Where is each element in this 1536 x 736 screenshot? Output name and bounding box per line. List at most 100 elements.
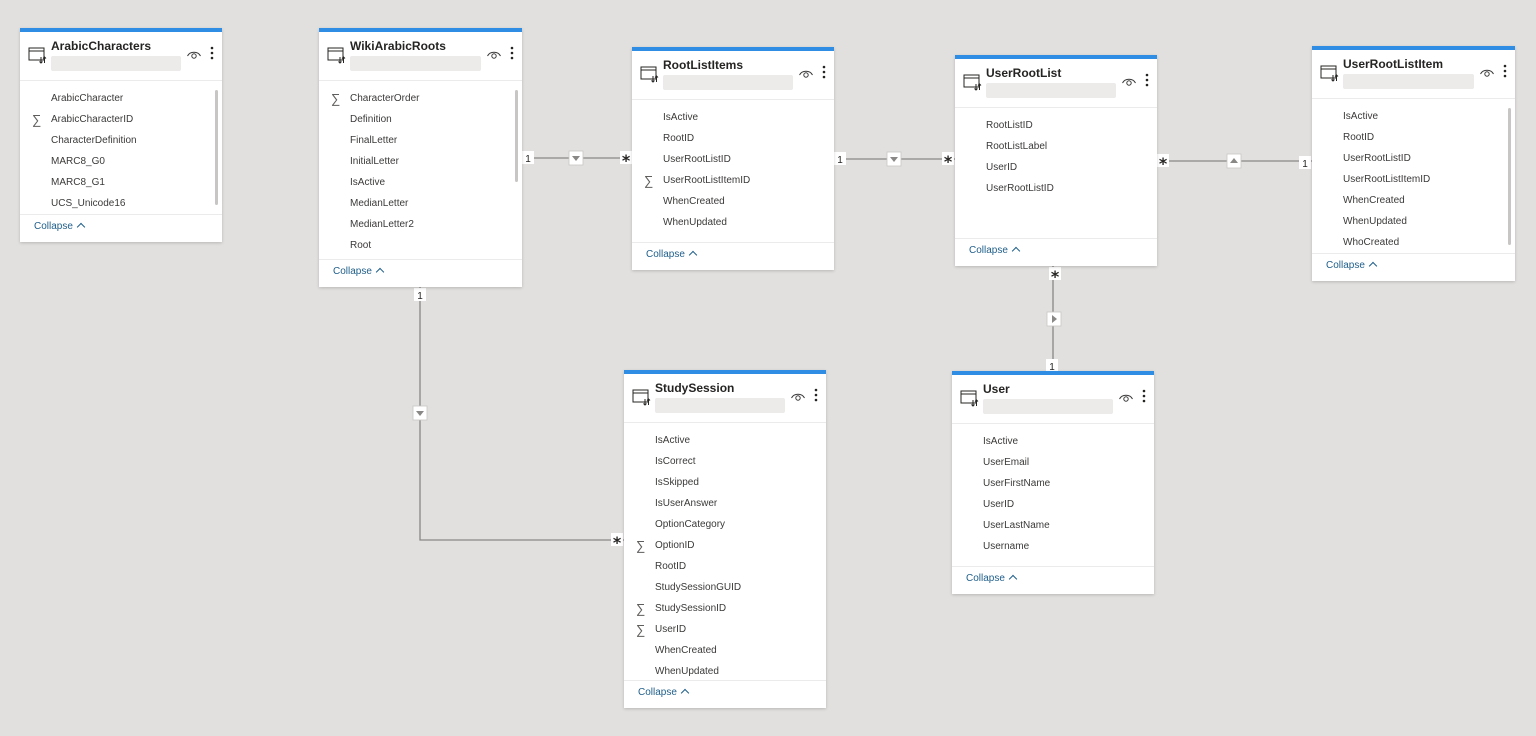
field-row[interactable]: UserRootListID xyxy=(632,149,834,170)
field-row[interactable]: ∑StudySessionID xyxy=(624,598,826,619)
field-row[interactable]: WhenUpdated xyxy=(624,661,826,682)
field-row[interactable]: ∑UserID xyxy=(624,619,826,640)
relationship-line[interactable] xyxy=(419,287,624,541)
field-row[interactable]: Username xyxy=(952,536,1154,557)
collapse-button[interactable]: Collapse xyxy=(638,687,690,698)
field-row[interactable]: ∑ArabicCharacterID xyxy=(20,109,222,130)
field-row[interactable]: MARC8_G0 xyxy=(20,151,222,172)
scrollbar[interactable] xyxy=(1508,108,1511,245)
field-row[interactable]: WhenUpdated xyxy=(1312,211,1515,232)
field-row[interactable]: ∑CharacterOrder xyxy=(319,88,522,109)
field-row[interactable]: IsActive xyxy=(632,107,834,128)
eye-icon[interactable] xyxy=(790,390,806,402)
field-row[interactable]: RootID xyxy=(1312,127,1515,148)
more-options-icon[interactable] xyxy=(1502,63,1508,79)
table-header[interactable]: ArabicCharacters xyxy=(20,32,222,81)
collapse-button[interactable]: Collapse xyxy=(34,221,86,232)
table-header[interactable]: User xyxy=(952,375,1154,424)
field-row[interactable]: WhenCreated xyxy=(1312,190,1515,211)
more-options-icon[interactable] xyxy=(209,45,215,61)
field-row[interactable]: MedianLetter xyxy=(319,193,522,214)
field-row[interactable]: IsCorrect xyxy=(624,451,826,472)
field-row[interactable]: IsSkipped xyxy=(624,472,826,493)
field-row[interactable]: UserFirstName xyxy=(952,473,1154,494)
field-row[interactable]: UCS_Unicode16 xyxy=(20,193,222,214)
field-row[interactable]: Root xyxy=(319,235,522,256)
field-row[interactable]: UserEmail xyxy=(952,452,1154,473)
field-row[interactable]: UserRootListItemID xyxy=(1312,169,1515,190)
field-row[interactable]: RootID xyxy=(624,556,826,577)
table-header[interactable]: UserRootListItem xyxy=(1312,50,1515,99)
field-row[interactable]: WhenUpdated xyxy=(632,212,834,233)
field-row[interactable]: IsActive xyxy=(624,430,826,451)
field-row[interactable]: RootListID xyxy=(955,115,1157,136)
field-row[interactable]: IsActive xyxy=(319,172,522,193)
eye-icon[interactable] xyxy=(1118,391,1134,403)
table-header[interactable]: UserRootList xyxy=(955,59,1157,108)
eye-icon[interactable] xyxy=(1479,66,1495,78)
relationship-wikiroots-rootlistitems[interactable]: 1* xyxy=(522,150,632,170)
field-row[interactable]: UserID xyxy=(952,494,1154,515)
collapse-button[interactable]: Collapse xyxy=(1326,260,1378,271)
field-row[interactable]: RootID xyxy=(632,128,834,149)
more-options-icon[interactable] xyxy=(1144,72,1150,88)
relationship-rootlistitems-userrootlist[interactable]: 1* xyxy=(834,151,955,171)
scrollbar[interactable] xyxy=(515,90,518,182)
eye-icon[interactable] xyxy=(1121,75,1137,87)
field-row[interactable]: IsUserAnswer xyxy=(624,493,826,514)
field-row[interactable]: UserRootListID xyxy=(1312,148,1515,169)
relationship-userrootlist-user[interactable]: *1 xyxy=(1046,266,1062,373)
eye-icon[interactable] xyxy=(486,48,502,60)
field-row[interactable]: ArabicCharacter xyxy=(20,88,222,109)
field-row[interactable]: CharacterDefinition xyxy=(20,130,222,151)
field-row[interactable]: MARC8_G1 xyxy=(20,172,222,193)
field-row[interactable]: UserID xyxy=(955,157,1157,178)
more-options-icon[interactable] xyxy=(1141,388,1147,404)
eye-icon[interactable] xyxy=(798,67,814,79)
relationship-userrootlist-userrootlistitem[interactable]: *1 xyxy=(1157,153,1312,173)
more-options-icon[interactable] xyxy=(813,387,819,403)
field-row[interactable]: IsActive xyxy=(1312,106,1515,127)
field-row[interactable]: RootListLabel xyxy=(955,136,1157,157)
field-row[interactable]: FinalLetter xyxy=(319,130,522,151)
field-row[interactable]: WhenCreated xyxy=(632,191,834,212)
eye-icon[interactable] xyxy=(186,48,202,60)
table-header[interactable]: StudySession xyxy=(624,374,826,423)
field-row[interactable]: OptionCategory xyxy=(624,514,826,535)
field-row[interactable]: ∑UserRootListItemID xyxy=(632,170,834,191)
collapse-button[interactable]: Collapse xyxy=(969,245,1021,256)
field-row[interactable]: ∑OptionID xyxy=(624,535,826,556)
relationship-wikiroots-studysession[interactable]: 1* xyxy=(412,287,624,552)
field-row[interactable]: InitialLetter xyxy=(319,151,522,172)
field-row[interactable]: Definition xyxy=(319,109,522,130)
field-row[interactable]: StudySessionGUID xyxy=(624,577,826,598)
scrollbar[interactable] xyxy=(215,90,218,205)
collapse-button[interactable]: Collapse xyxy=(646,249,698,260)
field-row[interactable]: UserLastName xyxy=(952,515,1154,536)
field-row[interactable]: IsActive xyxy=(952,431,1154,452)
table-header[interactable]: RootListItems xyxy=(632,51,834,100)
field-row[interactable]: WhoCreated xyxy=(1312,232,1515,253)
field-row[interactable]: UserRootListID xyxy=(955,178,1157,199)
collapse-button[interactable]: Collapse xyxy=(333,266,385,277)
field-row[interactable]: WhenCreated xyxy=(624,640,826,661)
field-row[interactable]: MedianLetter2 xyxy=(319,214,522,235)
table-header[interactable]: WikiArabicRoots xyxy=(319,32,522,81)
more-options-icon[interactable] xyxy=(509,45,515,61)
more-options-icon[interactable] xyxy=(821,64,827,80)
